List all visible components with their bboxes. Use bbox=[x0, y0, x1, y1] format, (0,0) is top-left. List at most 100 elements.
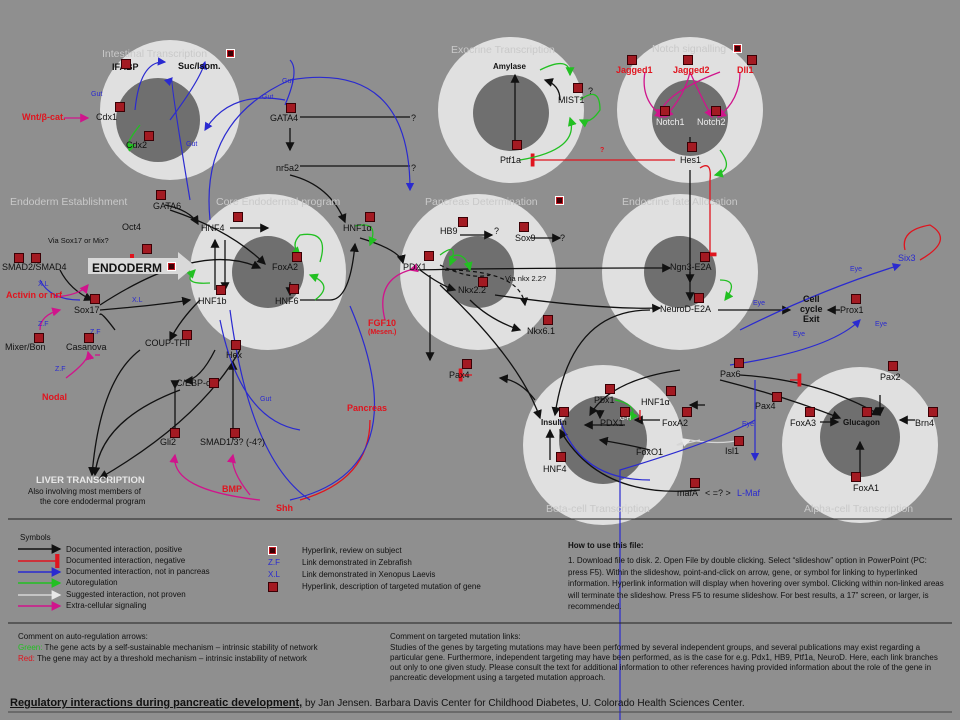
mutation-link-icon[interactable] bbox=[170, 428, 180, 438]
signal-fgf10[interactable]: FGF10 bbox=[368, 318, 397, 328]
mutation-link-icon[interactable] bbox=[424, 251, 434, 261]
mutation-link-icon[interactable] bbox=[660, 106, 670, 116]
gene-hnf6[interactable]: HNF6 bbox=[275, 296, 299, 306]
gene-brn4[interactable]: Brn4 bbox=[915, 418, 935, 428]
mutation-link-icon[interactable] bbox=[683, 55, 693, 65]
intestinal-hyperlink-icon[interactable] bbox=[226, 49, 235, 58]
mutation-link-icon[interactable] bbox=[156, 190, 166, 200]
gene-hex[interactable]: Hex bbox=[226, 350, 243, 360]
gene-insulin[interactable]: Insulin bbox=[541, 418, 567, 427]
mutation-link-icon[interactable] bbox=[851, 472, 861, 482]
gene-pax4b[interactable]: Pax4 bbox=[755, 401, 776, 411]
mutation-link-icon[interactable] bbox=[694, 293, 704, 303]
gene-notch2[interactable]: Notch2 bbox=[697, 117, 726, 127]
mutation-link-icon[interactable] bbox=[121, 59, 131, 69]
gene-amylase[interactable]: Amylase bbox=[493, 62, 526, 71]
gene-casanova[interactable]: Casanova bbox=[66, 342, 107, 352]
mutation-link-icon[interactable] bbox=[144, 131, 154, 141]
gene-six3[interactable]: Six3 bbox=[898, 253, 916, 263]
mutation-link-icon[interactable] bbox=[292, 252, 302, 262]
mutation-link-icon[interactable] bbox=[862, 407, 872, 417]
mutation-link-icon[interactable] bbox=[605, 384, 615, 394]
gene-hnf1b[interactable]: HNF1b bbox=[198, 296, 227, 306]
gene-sox9[interactable]: Sox9 bbox=[515, 233, 536, 243]
gene-smad[interactable]: SMAD2/SMAD4 bbox=[2, 262, 67, 272]
gene-hnf4[interactable]: HNF4 bbox=[201, 223, 225, 233]
gene-coup[interactable]: COUP-TFII bbox=[145, 338, 190, 348]
gene-foxa2-beta[interactable]: FoxA2 bbox=[662, 418, 689, 428]
gene-mist1[interactable]: MIST1 bbox=[558, 95, 585, 105]
gene-cdx1[interactable]: Cdx1 bbox=[96, 112, 118, 122]
gene-smad13[interactable]: SMAD1/3? (-4?) bbox=[200, 437, 266, 447]
mutation-link-icon[interactable] bbox=[512, 140, 522, 150]
gene-pax6[interactable]: Pax6 bbox=[720, 369, 741, 379]
mutation-link-icon[interactable] bbox=[928, 407, 938, 417]
mutation-link-icon[interactable] bbox=[31, 253, 41, 263]
gene-lmaf[interactable]: L-Maf bbox=[737, 488, 761, 498]
gene-nkx22[interactable]: Nkx2.2 bbox=[458, 285, 487, 295]
gene-neurod[interactable]: NeuroD-E2A bbox=[660, 304, 712, 314]
signal-bmp[interactable]: BMP bbox=[222, 484, 242, 494]
gene-hnf4-beta[interactable]: HNF4 bbox=[543, 464, 567, 474]
gene-foxa1[interactable]: FoxA1 bbox=[853, 483, 880, 493]
mutation-link-icon[interactable] bbox=[216, 285, 226, 295]
mutation-link-icon[interactable] bbox=[666, 386, 676, 396]
gene-pdx1-beta[interactable]: PDX1 bbox=[600, 418, 624, 428]
mutation-link-icon[interactable] bbox=[231, 340, 241, 350]
gene-pdx1[interactable]: PDX1 bbox=[403, 262, 427, 272]
mutation-link-icon[interactable] bbox=[142, 244, 152, 254]
gene-isl1[interactable]: Isl1 bbox=[725, 446, 740, 456]
mutation-link-icon[interactable] bbox=[115, 102, 125, 112]
gene-cellcycle[interactable]: Cell cycle Exit bbox=[800, 294, 823, 324]
endoderm-hyperlink-icon[interactable] bbox=[167, 262, 176, 271]
mutation-link-icon[interactable] bbox=[14, 253, 24, 263]
gene-dll1[interactable]: Dll1 bbox=[737, 65, 754, 75]
mutation-link-icon[interactable] bbox=[734, 358, 744, 368]
gene-sox17[interactable]: Sox17 bbox=[74, 305, 100, 315]
gene-foxo1[interactable]: FoxO1 bbox=[636, 447, 664, 457]
mutation-link-icon[interactable] bbox=[289, 284, 299, 294]
mutation-link-icon[interactable] bbox=[182, 330, 192, 340]
gene-gli2[interactable]: Gli2 bbox=[160, 437, 177, 447]
signal-nodal[interactable]: Nodal bbox=[42, 392, 68, 402]
mutation-link-icon[interactable] bbox=[682, 407, 692, 417]
gene-nkx61[interactable]: Nkx6.1 bbox=[527, 326, 556, 336]
signal-pancreas[interactable]: Pancreas bbox=[347, 403, 388, 413]
mutation-link-icon[interactable] bbox=[209, 378, 219, 388]
mutation-link-icon[interactable] bbox=[90, 294, 100, 304]
mutation-link-icon[interactable] bbox=[34, 333, 44, 343]
mutation-link-icon[interactable] bbox=[734, 436, 744, 446]
gene-foxa2[interactable]: FoxA2 bbox=[272, 262, 299, 272]
gene-gata6[interactable]: GATA6 bbox=[153, 201, 182, 211]
gene-ngn3[interactable]: Ngn3-E2A bbox=[670, 262, 712, 272]
pancreas-det-hyperlink-icon[interactable] bbox=[555, 196, 564, 205]
mutation-link-icon[interactable] bbox=[458, 217, 468, 227]
signal-shh[interactable]: Shh bbox=[276, 503, 293, 513]
notch-hyperlink-icon[interactable] bbox=[733, 44, 742, 53]
gene-hes1[interactable]: Hes1 bbox=[680, 155, 702, 165]
gene-prox1[interactable]: Prox1 bbox=[840, 305, 864, 315]
mutation-link-icon[interactable] bbox=[519, 222, 529, 232]
gene-notch1[interactable]: Notch1 bbox=[656, 117, 685, 127]
mutation-link-icon[interactable] bbox=[747, 55, 757, 65]
signal-activin[interactable]: Activin or nrf bbox=[6, 290, 63, 300]
mutation-link-icon[interactable] bbox=[286, 103, 296, 113]
mutation-link-icon[interactable] bbox=[365, 212, 375, 222]
gene-sucisom[interactable]: Suc/Isom. bbox=[178, 61, 221, 71]
gene-jagged1[interactable]: Jagged1 bbox=[616, 65, 653, 75]
gene-gata4[interactable]: GATA4 bbox=[270, 113, 299, 123]
mutation-link-icon[interactable] bbox=[84, 333, 94, 343]
gene-cdx2[interactable]: Cdx2 bbox=[126, 140, 148, 150]
gene-hnf1a[interactable]: HNF1α bbox=[343, 223, 372, 233]
gene-nr5a2[interactable]: nr5a2 bbox=[276, 163, 300, 173]
mutation-link-icon[interactable] bbox=[620, 407, 630, 417]
gene-pax2[interactable]: Pax2 bbox=[880, 372, 901, 382]
mutation-link-icon[interactable] bbox=[543, 315, 553, 325]
mutation-link-icon[interactable] bbox=[556, 452, 566, 462]
mutation-link-icon[interactable] bbox=[805, 407, 815, 417]
mutation-link-icon[interactable] bbox=[627, 55, 637, 65]
gene-hb9[interactable]: HB9 bbox=[440, 226, 458, 236]
mutation-link-icon[interactable] bbox=[711, 106, 721, 116]
gene-pbx1[interactable]: Pbx1 bbox=[594, 395, 615, 405]
gene-glucagon[interactable]: Glucagon bbox=[843, 418, 880, 427]
